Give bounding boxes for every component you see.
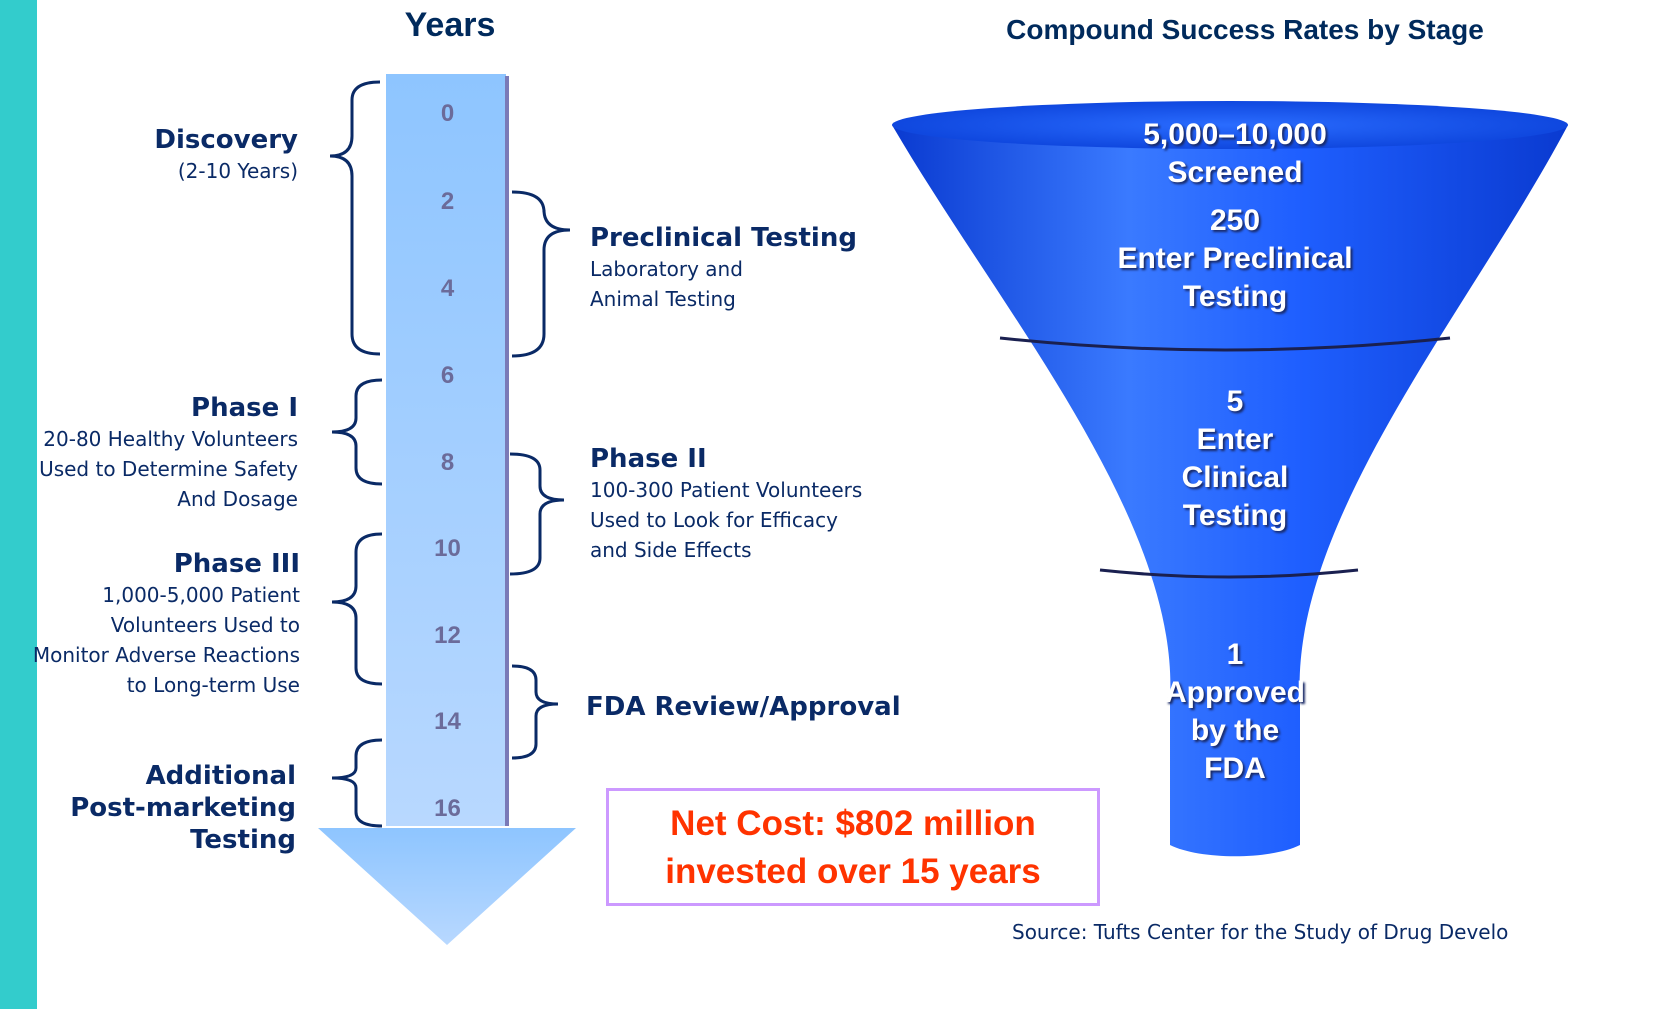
source-caption: Source: Tufts Center for the Study of Dr… bbox=[1012, 920, 1509, 944]
stage-desc-line: Monitor Adverse Reactions bbox=[32, 643, 300, 667]
funnel-label-line: Clinical bbox=[1181, 461, 1289, 494]
year-tick: 0 bbox=[440, 100, 455, 127]
funnel-label-preclinical: 250 Enter Preclinical Testing bbox=[1080, 202, 1390, 316]
timeline-title: Years bbox=[404, 6, 496, 44]
brace-phase1 bbox=[331, 378, 383, 486]
stage-phase2: Phase II 100-300 Patient Volunteers Used… bbox=[590, 443, 910, 565]
stage-title-line: Additional bbox=[145, 761, 296, 791]
net-cost-line: invested over 15 years bbox=[665, 852, 1041, 891]
stage-desc-line: 100-300 Patient Volunteers bbox=[590, 478, 863, 502]
funnel-label-line: 5 bbox=[1226, 385, 1244, 418]
stage-title-line: Testing bbox=[190, 825, 296, 855]
funnel-label-line: 1 bbox=[1226, 638, 1244, 671]
funnel-label-line: 5,000–10,000 bbox=[1143, 118, 1327, 151]
funnel-graphic bbox=[892, 101, 1568, 857]
brace-phase2 bbox=[509, 452, 565, 576]
stage-desc-line: And Dosage bbox=[177, 487, 298, 511]
stage-desc-line: and Side Effects bbox=[590, 538, 752, 562]
funnel-label-line: Approved bbox=[1164, 676, 1305, 709]
funnel-label-approved: 1 Approved by the FDA bbox=[1080, 636, 1390, 788]
stage-desc-line: (2-10 Years) bbox=[177, 159, 298, 183]
stage-desc-line: Laboratory and bbox=[590, 257, 743, 281]
stage-desc-line: 20-80 Healthy Volunteers bbox=[43, 427, 298, 451]
stage-title: Phase III bbox=[173, 549, 300, 579]
brace-phase3 bbox=[331, 532, 383, 686]
stage-desc-line: to Long-term Use bbox=[126, 673, 300, 697]
year-tick: 10 bbox=[434, 535, 461, 562]
net-cost-box bbox=[606, 788, 1100, 906]
stage-desc-line: Volunteers Used to bbox=[110, 613, 300, 637]
year-tick: 8 bbox=[440, 449, 455, 476]
funnel-label-line: Screened bbox=[1167, 156, 1303, 189]
funnel-label-line: Testing bbox=[1182, 499, 1288, 532]
funnel-label-line: Testing bbox=[1182, 280, 1288, 313]
side-accent-bar bbox=[0, 0, 37, 1009]
stage-fda-review: FDA Review/Approval bbox=[586, 691, 946, 723]
stage-title-line: Post-marketing bbox=[70, 793, 296, 823]
brace-preclinical bbox=[511, 190, 571, 358]
brace-postmarketing bbox=[331, 738, 383, 828]
year-tick: 6 bbox=[440, 362, 455, 389]
stage-phase1: Phase I 20-80 Healthy Volunteers Used to… bbox=[0, 392, 298, 514]
year-tick: 4 bbox=[440, 275, 455, 302]
year-tick: 2 bbox=[440, 188, 455, 215]
stage-desc-line: Used to Look for Efficacy bbox=[590, 508, 838, 532]
year-tick: 16 bbox=[434, 795, 461, 822]
stage-title: Phase I bbox=[191, 393, 298, 423]
stage-desc-line: Used to Determine Safety bbox=[39, 457, 298, 481]
stage-title: FDA Review/Approval bbox=[586, 692, 901, 722]
funnel-label-line: Enter Preclinical bbox=[1117, 242, 1353, 275]
stage-desc-line: Animal Testing bbox=[590, 287, 736, 311]
stage-title: Phase II bbox=[590, 444, 707, 474]
funnel-label-screened: 5,000–10,000 Screened bbox=[1080, 116, 1390, 192]
funnel-label-line: by the bbox=[1190, 714, 1280, 747]
stage-phase3: Phase III 1,000-5,000 Patient Volunteers… bbox=[0, 548, 300, 700]
timeline-arrow bbox=[318, 74, 576, 945]
funnel-label-line: FDA bbox=[1204, 752, 1266, 785]
funnel-label-line: 250 bbox=[1209, 204, 1261, 237]
stage-discovery: Discovery (2-10 Years) bbox=[0, 124, 298, 186]
net-cost-line: Net Cost: $802 million bbox=[670, 804, 1036, 843]
year-tick: 14 bbox=[434, 708, 461, 735]
stage-desc-line: 1,000-5,000 Patient bbox=[102, 583, 300, 607]
brace-fda-review bbox=[511, 664, 559, 760]
funnel-title: Compound Success Rates by Stage bbox=[1006, 14, 1484, 45]
funnel-label-clinical: 5 Enter Clinical Testing bbox=[1080, 383, 1390, 535]
funnel-label-line: Enter bbox=[1196, 423, 1274, 456]
stage-title: Preclinical Testing bbox=[590, 223, 857, 253]
stage-postmarketing: Additional Post-marketing Testing bbox=[0, 760, 296, 856]
year-tick: 12 bbox=[434, 622, 461, 649]
stage-preclinical: Preclinical Testing Laboratory and Anima… bbox=[590, 222, 910, 314]
brace-discovery bbox=[329, 80, 381, 356]
stage-title: Discovery bbox=[154, 125, 298, 155]
